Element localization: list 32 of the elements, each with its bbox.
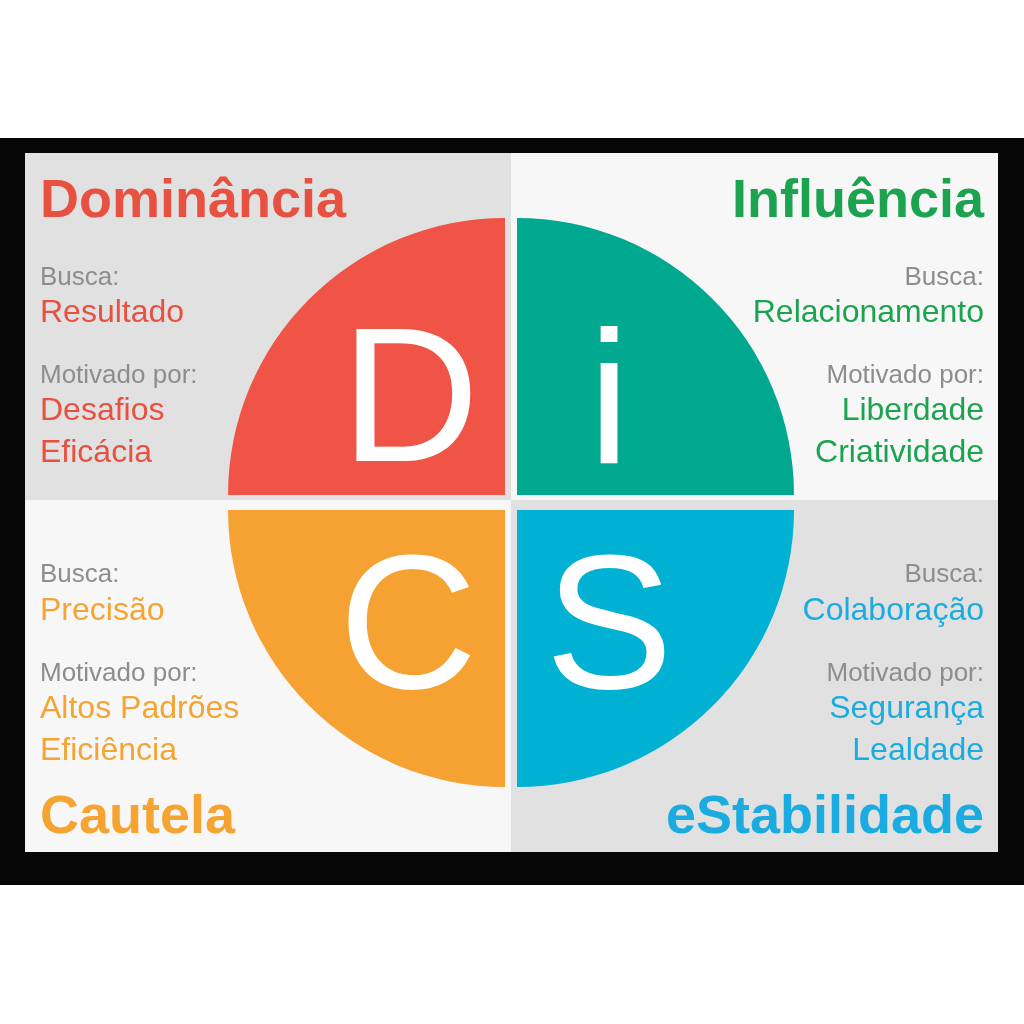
value-text: Resultado (40, 295, 185, 327)
quadrant-letter: C (338, 526, 478, 718)
value-text: Eficácia (40, 435, 153, 467)
quadrant-panel (511, 153, 998, 500)
label-text: Busca: (40, 263, 120, 289)
label-text: Motivado por: (40, 659, 198, 685)
label-text: Busca: (904, 560, 984, 586)
value-text: Altos Padrões (40, 691, 240, 723)
value-text: Eficiência (40, 733, 177, 765)
value-text: Colaboração (802, 593, 984, 625)
quadrant-panel (25, 153, 511, 500)
heading: Cautela (40, 787, 236, 841)
heading: Dominância (40, 171, 347, 225)
quadrant-letter: D (340, 299, 480, 491)
label-text: Motivado por: (826, 659, 984, 685)
heading: Influência (731, 171, 984, 225)
quadrant-letter: i (587, 302, 631, 492)
label-text: Busca: (40, 560, 120, 586)
value-text: Liberdade (841, 393, 984, 425)
quadrant-letter: S (544, 526, 674, 718)
label-text: Motivado por: (40, 361, 198, 387)
label-text: Busca: (904, 263, 984, 289)
heading: eStabilidade (665, 787, 984, 841)
label-text: Motivado por: (826, 361, 984, 387)
quadrant-panel (511, 500, 998, 852)
quadrant-panel (25, 500, 511, 852)
value-text: Lealdade (852, 733, 984, 765)
value-text: Relacionamento (752, 295, 984, 327)
value-text: Precisão (40, 593, 165, 625)
value-text: Desafios (40, 393, 165, 425)
value-text: Segurança (829, 691, 984, 723)
value-text: Criatividade (815, 435, 984, 467)
